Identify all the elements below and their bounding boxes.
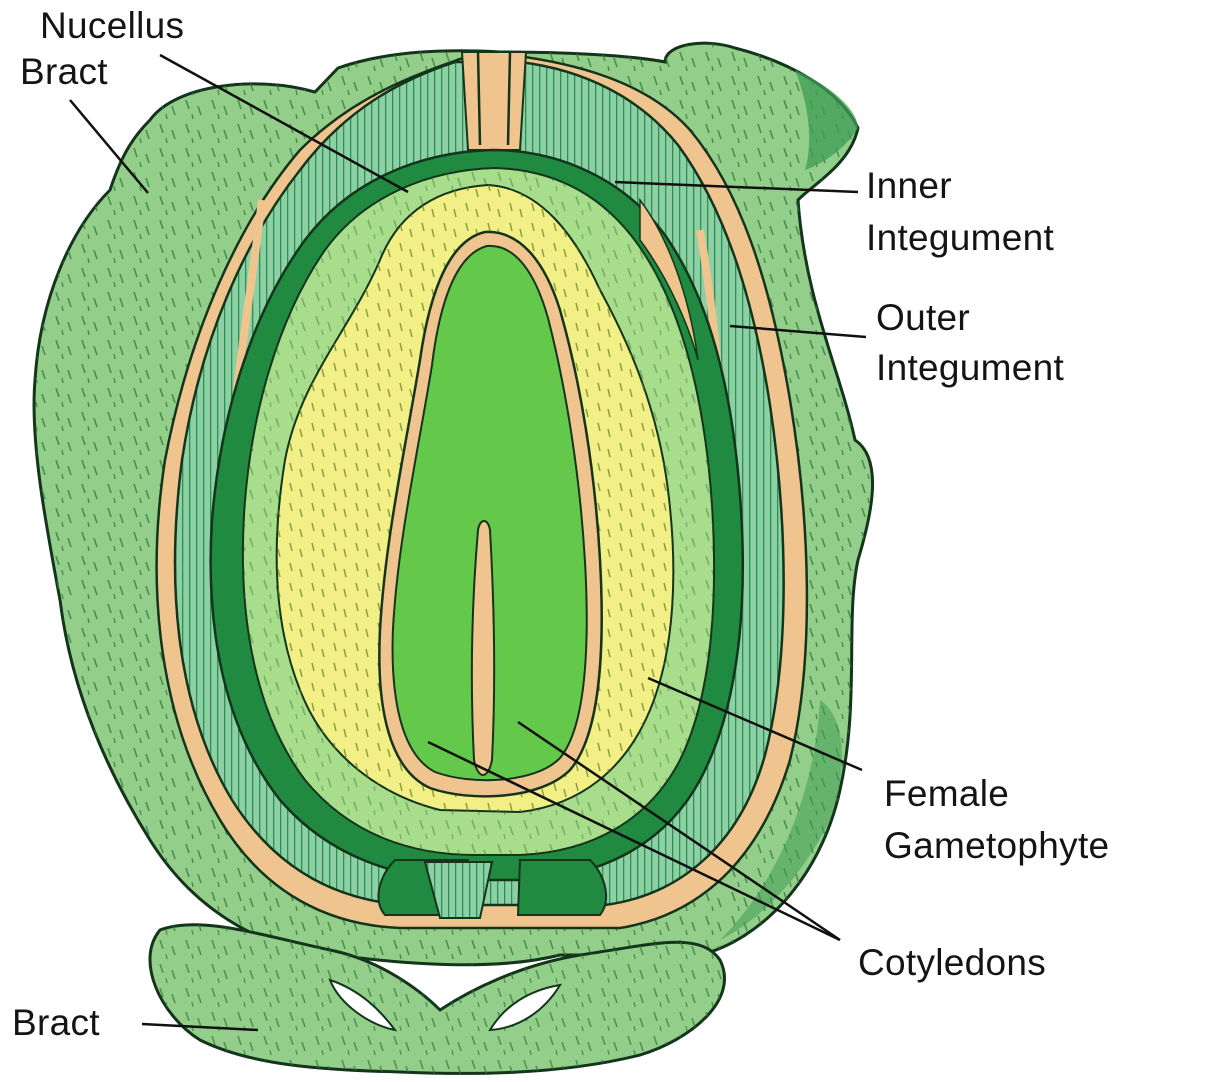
label-bract-top: Bract xyxy=(20,52,108,93)
label-outer-integument-line2: Integument xyxy=(876,348,1064,389)
label-inner-integument-line1: Inner xyxy=(866,166,952,207)
label-cotyledons: Cotyledons xyxy=(858,943,1046,984)
label-bract-bottom: Bract xyxy=(12,1003,100,1044)
micropyle-canal xyxy=(462,52,526,150)
label-inner-integument-line2: Integument xyxy=(866,218,1054,259)
label-outer-integument-line1: Outer xyxy=(876,298,970,339)
label-nucellus: Nucellus xyxy=(40,6,184,47)
label-female-gametophyte-line2: Gametophyte xyxy=(884,826,1109,867)
label-female-gametophyte-line1: Female xyxy=(884,774,1009,815)
